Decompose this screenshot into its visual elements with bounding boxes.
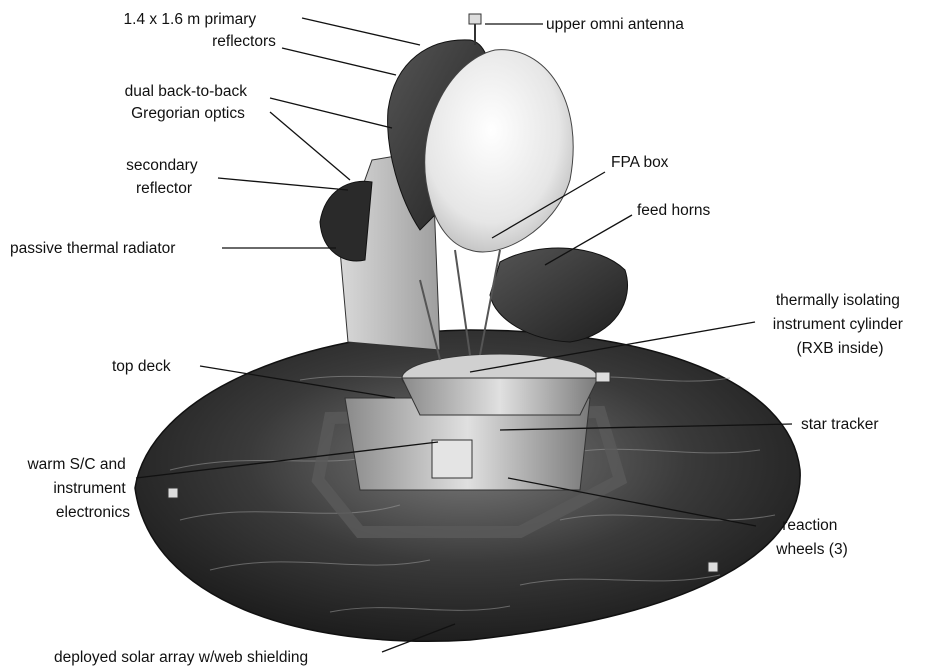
label-fpa-box: FPA box xyxy=(611,154,669,171)
label-warm-electronics: warm S/C and instrument electronics xyxy=(26,456,130,521)
cylinder-body-shape xyxy=(402,378,598,415)
label-secondary-reflector: secondary reflector xyxy=(126,157,202,197)
label-top-deck: top deck xyxy=(112,358,171,375)
label-passive-thermal-radiator: passive thermal radiator xyxy=(10,240,175,257)
label-solar-array: deployed solar array w/web shielding xyxy=(54,649,308,666)
secondary-reflector-shape xyxy=(320,181,372,261)
label-feed-horns: feed horns xyxy=(637,202,710,219)
label-primary-reflectors: 1.4 x 1.6 m primary reflectors xyxy=(124,11,277,50)
array-hinge-right-shape xyxy=(708,562,718,572)
label-reaction-wheels: reaction wheels (3) xyxy=(775,517,848,558)
label-instrument-cylinder: thermally isolating instrument cylinder … xyxy=(773,292,907,357)
star-tracker-shape xyxy=(596,372,610,382)
electronics-box-shape xyxy=(432,440,472,478)
array-hinge-left-shape xyxy=(168,488,178,498)
feed-horns-shape xyxy=(490,248,628,342)
label-gregorian-optics: dual back-to-back Gregorian optics xyxy=(125,83,252,122)
label-star-tracker: star tracker xyxy=(801,416,879,433)
label-upper-omni-antenna: upper omni antenna xyxy=(546,16,684,33)
